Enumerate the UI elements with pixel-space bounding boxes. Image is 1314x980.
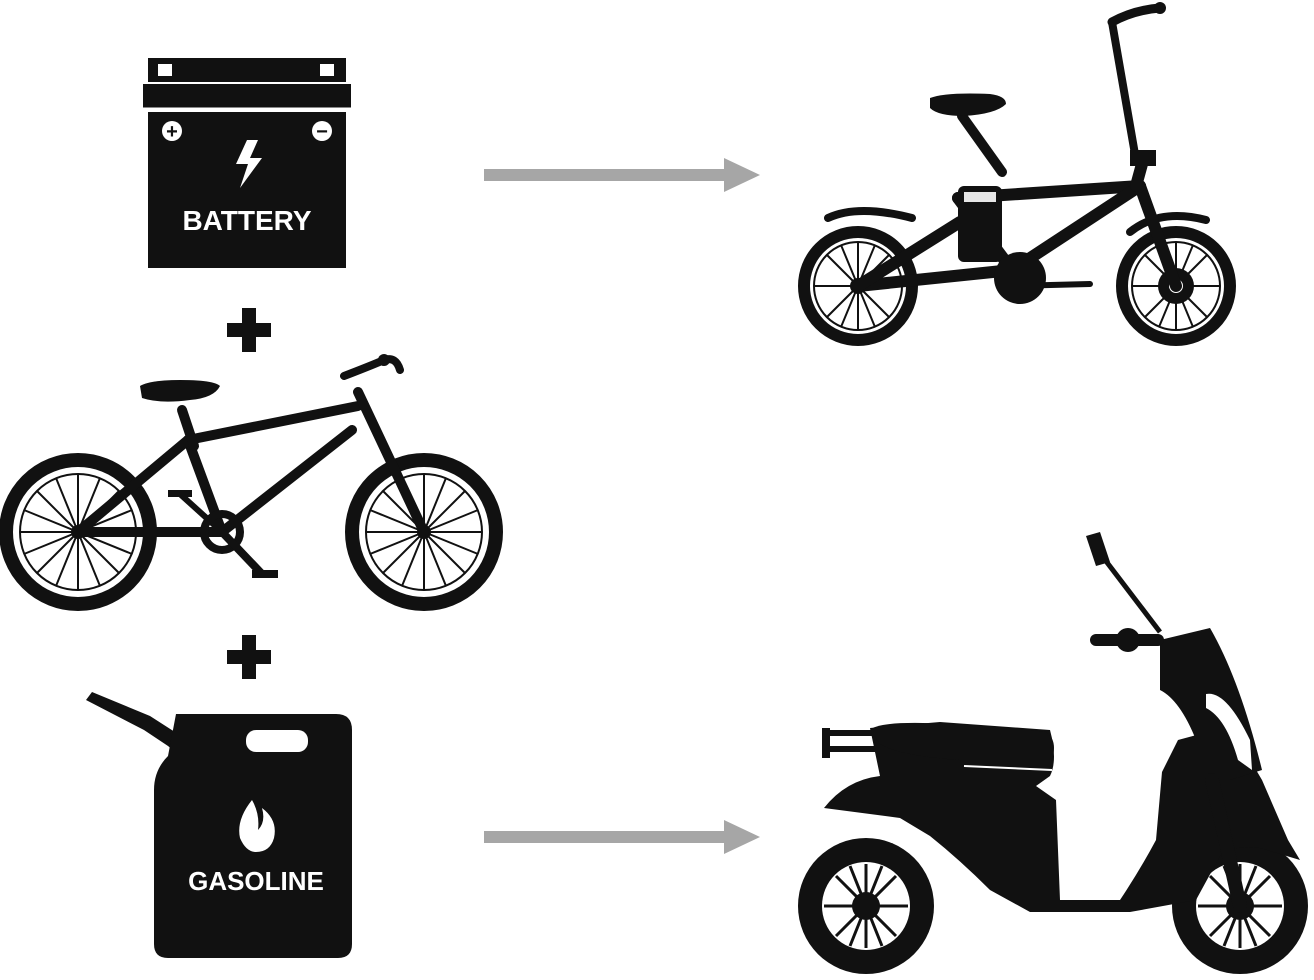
battery-label: BATTERY <box>182 205 311 236</box>
gasoline-label: GASOLINE <box>188 866 324 896</box>
battery-positive-sign: + <box>166 121 178 143</box>
scooter-icon <box>798 532 1308 974</box>
flame-icon <box>239 800 275 852</box>
lightning-icon <box>236 140 262 188</box>
arrow-right-icon <box>484 820 760 854</box>
plus-icon <box>227 635 271 679</box>
bicycle-icon <box>0 354 503 611</box>
plus-icon <box>227 308 271 352</box>
battery-negative-sign: − <box>316 121 328 143</box>
gasoline-can-icon: GASOLINE <box>86 692 352 958</box>
arrow-right-icon <box>484 158 760 192</box>
battery-icon: + − BATTERY <box>143 58 351 268</box>
electric-bike-icon <box>798 2 1236 346</box>
